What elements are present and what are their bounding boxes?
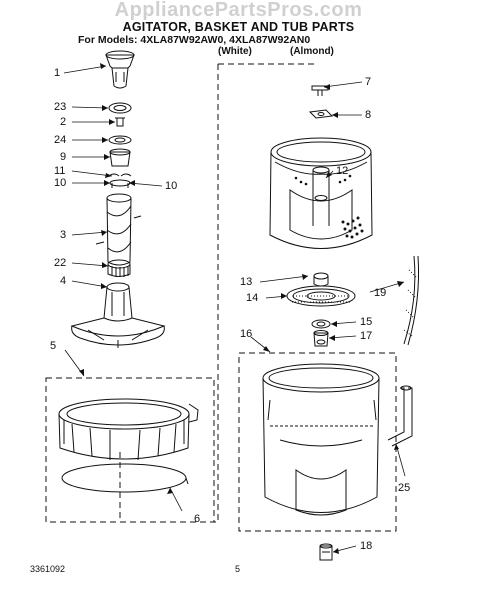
dogs-part — [108, 173, 132, 188]
tub-group-box — [238, 352, 397, 532]
callout-24: 24 — [54, 134, 67, 146]
callout-18: 18 — [360, 540, 373, 552]
nut-part — [308, 109, 334, 119]
callout-6: 6 — [194, 513, 201, 525]
agitator-cap-part — [105, 50, 135, 89]
models-line: For Models: 4XLA87W92AW0, 4XLA87W92AN0 — [78, 34, 311, 46]
cam-part — [109, 148, 131, 167]
washer-part — [108, 135, 132, 145]
bearing-part — [107, 259, 131, 277]
retaining-ring-part — [61, 463, 189, 493]
color-white-label: (White) — [218, 46, 252, 57]
callout-15: 15 — [360, 316, 373, 328]
bolt-part — [115, 117, 125, 127]
callout-9: 9 — [60, 151, 67, 163]
callout-8: 8 — [365, 109, 372, 121]
callout-1: 1 — [54, 67, 61, 79]
drive-block-part — [313, 272, 329, 287]
color-almond-label: (Almond) — [290, 46, 334, 57]
callout-22: 22 — [54, 257, 67, 269]
callout-10-left: 10 — [54, 177, 67, 189]
plug-part — [319, 543, 333, 561]
watermark: AppliancePartsPros.com — [114, 0, 363, 21]
footer-part-number: 3361092 — [30, 564, 66, 574]
callout-10-right: 10 — [165, 180, 178, 192]
agitator-base-part — [70, 282, 166, 348]
callout-19: 19 — [374, 287, 387, 299]
drain-hose-part — [387, 385, 413, 447]
callout-23: 23 — [54, 101, 67, 113]
hose-part — [403, 255, 420, 346]
callout-3: 3 — [60, 229, 67, 241]
arrowheads — [79, 63, 404, 554]
callout-4: 4 — [60, 275, 67, 287]
callout-11: 11 — [54, 165, 66, 177]
callout-12: 12 — [336, 165, 349, 177]
callout-7: 7 — [365, 76, 372, 88]
basket-group-box — [45, 377, 215, 523]
drive-plate-part — [286, 285, 356, 307]
callout-17: 17 — [360, 330, 373, 342]
seal-ring-part — [108, 102, 132, 114]
footer-page-number: 5 — [235, 564, 241, 574]
callout-5: 5 — [50, 340, 57, 352]
left-dashed-connector — [119, 64, 219, 523]
seal-part — [311, 319, 331, 329]
basket-ring-part — [58, 398, 199, 461]
callout-25: 25 — [398, 482, 411, 494]
auger-part — [95, 193, 142, 266]
callout-13: 13 — [240, 276, 253, 288]
wash-basket-part — [269, 137, 373, 249]
bushing-part — [313, 330, 329, 347]
callout-16: 16 — [240, 328, 253, 340]
diagram-title: AGITATOR, BASKET AND TUB PARTS — [122, 20, 355, 34]
basket-holes — [294, 174, 364, 239]
outer-tub-part — [262, 363, 380, 516]
callout-2: 2 — [60, 116, 67, 128]
hub-cap-part — [311, 85, 329, 96]
callout-14: 14 — [246, 292, 259, 304]
